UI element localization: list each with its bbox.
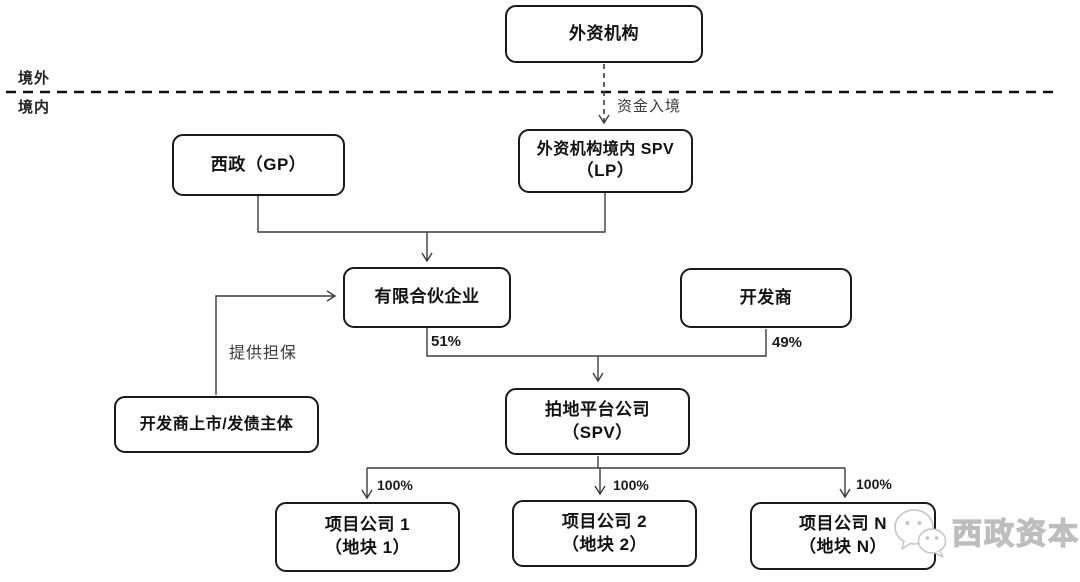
- edge-label-capital-inbound: 资金入境: [617, 98, 682, 115]
- node-label: 有限合伙企业: [374, 287, 480, 307]
- node-label-line1: 项目公司 2: [561, 511, 648, 531]
- node-limited-partnership: 有限合伙企业: [343, 267, 511, 328]
- node-project-company-2: 项目公司 2 （地块 2）: [512, 500, 697, 567]
- node-label-line2: （SPV）: [562, 422, 633, 442]
- edge-label-49-percent: 49%: [772, 334, 803, 351]
- edge-label-100-percent-2: 100%: [613, 477, 649, 493]
- edge-label-provide-guarantee: 提供担保: [229, 345, 298, 362]
- edge-label-100-percent-n: 100%: [856, 476, 892, 492]
- node-foreign-institution: 外资机构: [505, 5, 703, 63]
- node-xizheng-gp: 西政（GP）: [172, 134, 345, 196]
- edge-label-51-percent: 51%: [431, 333, 462, 350]
- node-developer-listing-entity: 开发商上市/发债主体: [114, 396, 319, 453]
- node-project-company-1: 项目公司 1 （地块 1）: [275, 502, 460, 572]
- edge-shares-merge: [426, 328, 767, 357]
- node-label-line1: 项目公司 N: [799, 514, 887, 534]
- watermark-text: 西政资本: [951, 517, 1080, 551]
- wechat-logo-icon: [894, 509, 947, 558]
- region-label-offshore: 境外: [18, 70, 51, 87]
- node-label: 西政（GP）: [210, 154, 307, 174]
- node-label-line2: （LP）: [576, 161, 635, 181]
- node-label: 开发商上市/发债主体: [139, 415, 294, 433]
- node-label-line2: （地块 1）: [324, 538, 411, 557]
- edge-label-100-percent-1: 100%: [377, 477, 413, 493]
- node-label: 开发商: [739, 287, 793, 307]
- node-label-line1: 外资机构境内 SPV: [536, 140, 675, 158]
- node-label-line1: 拍地平台公司: [545, 399, 650, 419]
- node-label-line2: （地块 N）: [799, 537, 887, 556]
- node-label-line2: （地块 2）: [561, 534, 648, 554]
- node-land-platform-spv: 拍地平台公司 （SPV）: [505, 388, 690, 455]
- edge-gp-lp-join: [257, 193, 606, 233]
- node-foreign-domestic-spv-lp: 外资机构境内 SPV （LP）: [518, 129, 693, 193]
- edge-platform-distribution: [367, 456, 845, 469]
- watermark: 西政资本: [890, 503, 1080, 559]
- node-label: 外资机构: [569, 23, 639, 43]
- node-developer: 开发商: [680, 268, 852, 328]
- region-label-onshore: 境内: [18, 99, 51, 116]
- node-label-line1: 项目公司 1: [324, 515, 411, 535]
- edge-provide-guarantee: [215, 290, 337, 395]
